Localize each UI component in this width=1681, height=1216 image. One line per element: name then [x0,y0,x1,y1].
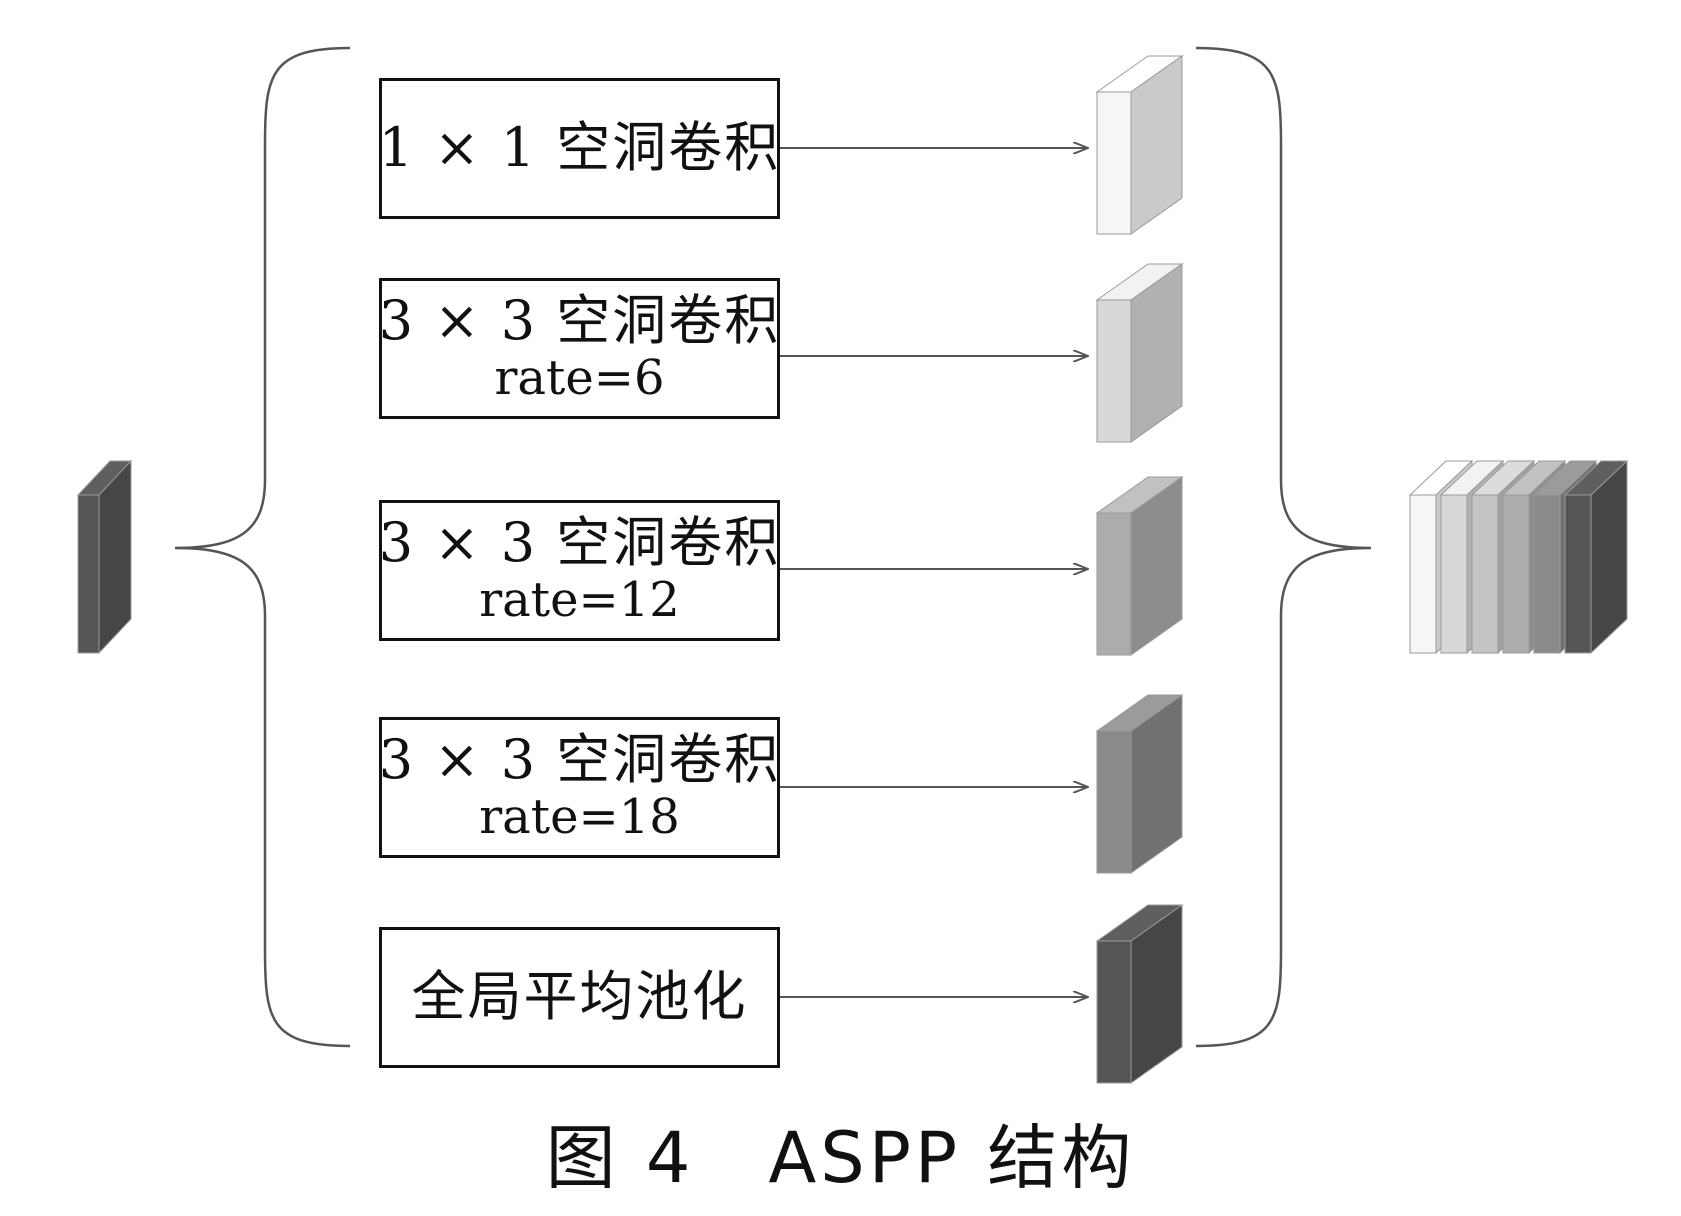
block-front-face [1564,494,1592,654]
branch-rate: rate=18 [479,788,680,845]
branch-output-block [1095,476,1184,656]
braces [174,46,1372,1048]
branch-label: 3 × 3 空洞卷积 [378,728,781,792]
branch-output-block [1095,694,1184,874]
branch-label: 3 × 3 空洞卷积 [378,511,781,575]
block-front-face [1409,494,1437,654]
block-front-face [1440,494,1468,654]
figure-caption: 图 4 ASPP 结构 [545,1117,1136,1199]
branch-feature-maps [1095,55,1184,1084]
branch-box-3x3-rate6: 3 × 3 空洞卷积 rate=6 [379,278,780,419]
block-front-face [1096,91,1132,235]
left-brace [174,46,351,1048]
output-stack-layer [1563,459,1629,655]
block-front-face [1096,512,1132,656]
branch-box-global-avg-pool: 全局平均池化 [379,927,780,1068]
branch-output-block [1095,263,1184,443]
branch-label: 1 × 1 空洞卷积 [378,116,781,180]
branch-output-block [1095,904,1184,1084]
input-block [76,459,133,655]
block-front-face [1471,494,1499,654]
block-front-face [1096,940,1132,1084]
branch-box-3x3-rate12: 3 × 3 空洞卷积 rate=12 [379,500,780,641]
branch-rate: rate=12 [479,571,680,628]
block-front-face [1502,494,1530,654]
output-feature-stack [1408,459,1629,655]
block-side-face [1590,459,1628,655]
right-brace [1195,46,1372,1048]
block-side-face [98,459,132,655]
branch-label: 全局平均池化 [411,965,748,1029]
branch-output-block [1095,55,1184,235]
block-front-face [1096,299,1132,443]
branch-box-1x1-conv: 1 × 1 空洞卷积 [379,78,780,219]
block-front-face [1533,494,1561,654]
branch-box-3x3-rate18: 3 × 3 空洞卷积 rate=18 [379,717,780,858]
input-feature-map [76,459,133,655]
arrows [780,148,1088,997]
branch-rate: rate=6 [494,349,665,406]
branch-label: 3 × 3 空洞卷积 [378,289,781,353]
block-front-face [77,494,100,654]
block-front-face [1096,730,1132,874]
